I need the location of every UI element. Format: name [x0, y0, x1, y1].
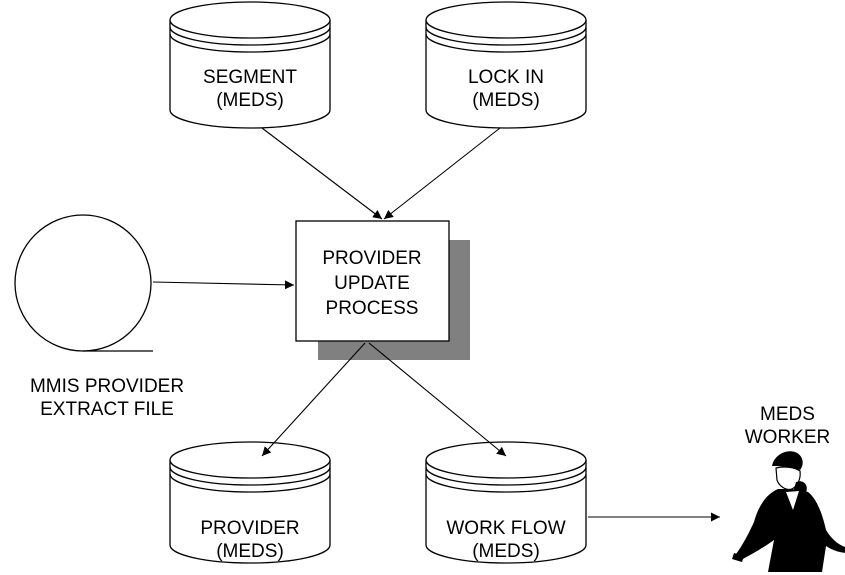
datastore-segment-subtitle: (MEDS) [216, 90, 284, 111]
datastore-provider [169, 441, 331, 564]
arrow-process-to-provider [261, 342, 366, 457]
arrow-lock-in-to-process [383, 127, 501, 220]
process-label: PROVIDER UPDATE PROCESS [287, 246, 457, 321]
datastore-work-flow-title: WORK FLOW [446, 518, 566, 539]
datastore-work-flow [425, 441, 587, 564]
tape-file-symbol [14, 214, 153, 352]
datastore-lock-in [425, 1, 587, 129]
arrow-file-to-process [152, 280, 295, 290]
actor-label-line2: WORKER [744, 427, 831, 448]
datastore-lock-in-title: LOCK IN [467, 67, 545, 88]
tape-file-label: MMIS PROVIDER EXTRACT FILE [12, 375, 202, 421]
datastore-lock-in-subtitle: (MEDS) [472, 90, 540, 111]
datastore-work-flow-label: WORK FLOW (MEDS) [426, 517, 586, 563]
process-label-line1: PROVIDER [322, 248, 422, 269]
arrow-segment-to-process [261, 127, 383, 220]
process-box [295, 220, 470, 360]
person-standing-icon [732, 451, 845, 572]
tape-file-label-line1: MMIS PROVIDER [29, 376, 185, 397]
datastore-provider-label: PROVIDER (MEDS) [170, 517, 330, 563]
actor-label-line1: MEDS [760, 404, 815, 425]
datastore-work-flow-subtitle: (MEDS) [472, 541, 540, 562]
actor-label: MEDS WORKER [735, 403, 840, 449]
datastore-provider-subtitle: (MEDS) [216, 541, 284, 562]
arrow-process-to-work-flow [368, 342, 507, 457]
datastore-segment-title: SEGMENT [203, 67, 297, 88]
datastore-provider-title: PROVIDER [200, 518, 300, 539]
tape-file-label-line2: EXTRACT FILE [40, 399, 174, 420]
datastore-segment-label: SEGMENT (MEDS) [170, 66, 330, 112]
process-label-line2: UPDATE [334, 273, 410, 294]
datastore-segment [169, 1, 331, 129]
process-box-body [295, 220, 450, 342]
datastore-lock-in-label: LOCK IN (MEDS) [426, 66, 586, 112]
process-label-line3: PROCESS [325, 298, 419, 319]
